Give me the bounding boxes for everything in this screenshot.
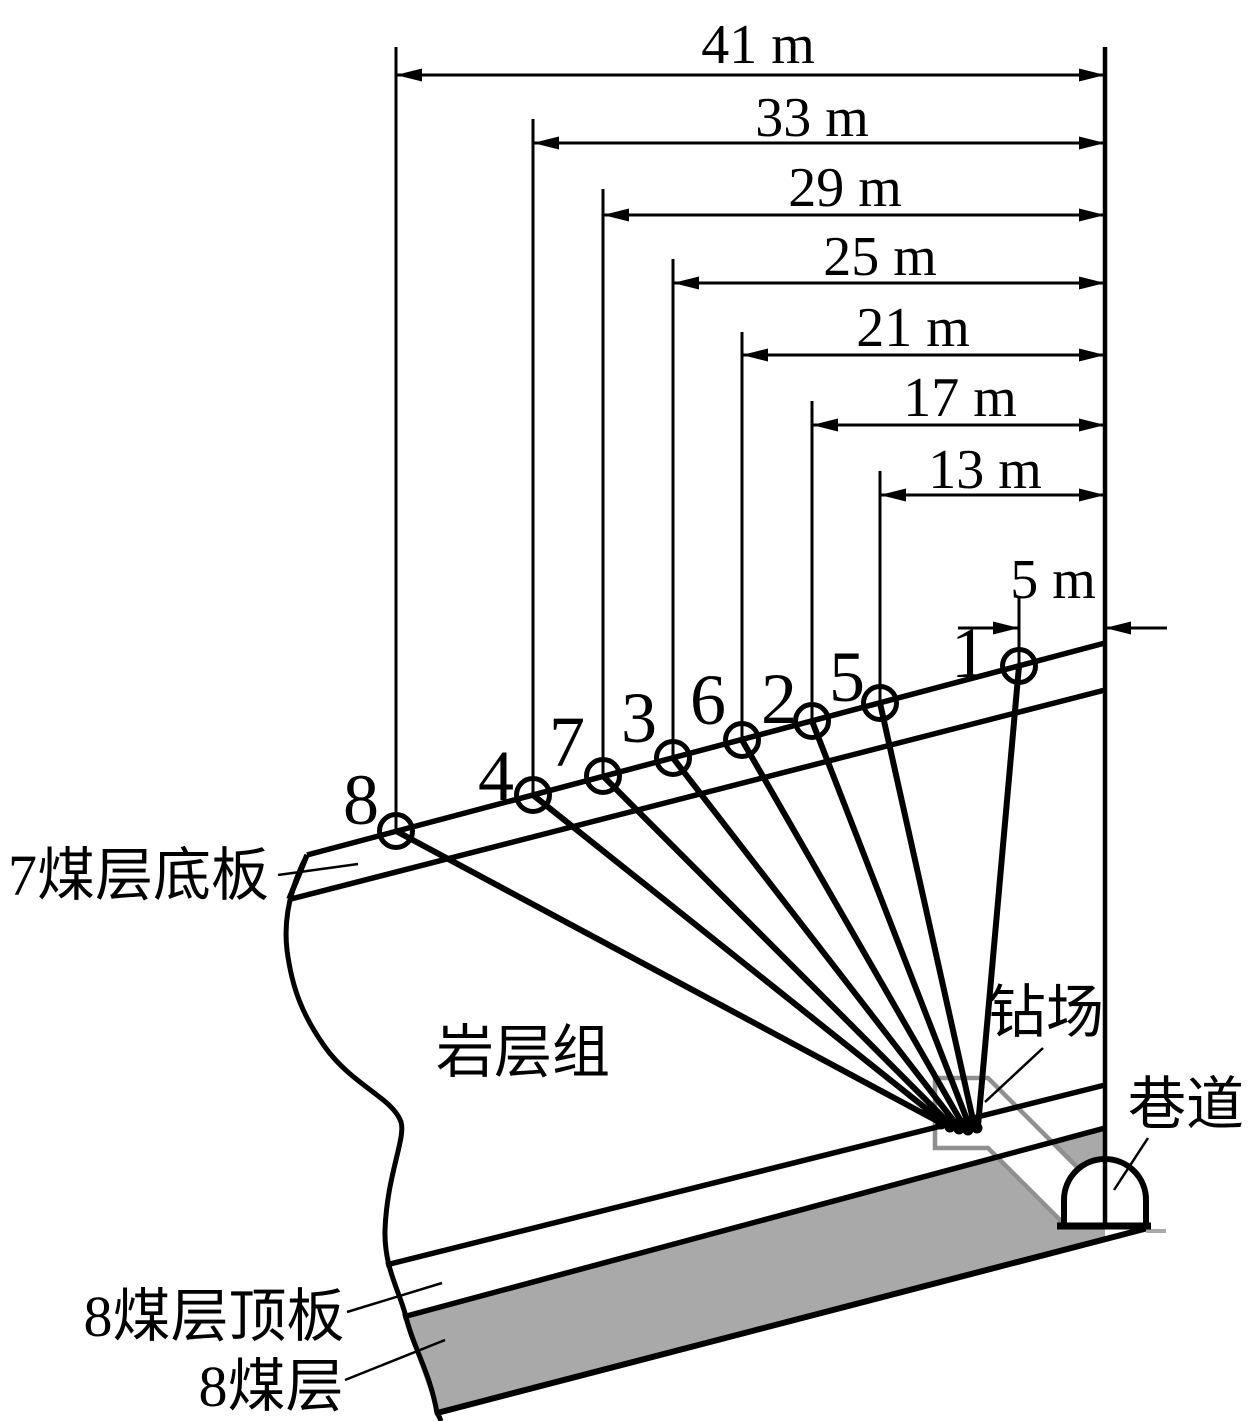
- borehole-number-8: 8: [343, 760, 379, 840]
- arrowhead-left-21m: [742, 348, 768, 362]
- seam7-floor-top-line: [306, 640, 1106, 858]
- dimension-label-41m: 41 m: [701, 14, 815, 76]
- arrowhead-right-29m: [1079, 208, 1105, 222]
- arrowhead-left-5m: [993, 621, 1019, 635]
- dimension-label-25m: 25 m: [823, 226, 937, 288]
- arrowhead-right-41m: [1079, 68, 1105, 82]
- borehole-numbers-group: 8 4 7 3 6 2 5 1: [343, 613, 987, 840]
- dimension-label-33m: 33 m: [755, 87, 869, 149]
- leader-seam8: [344, 1338, 446, 1382]
- seam8-roof-top-line: [385, 1082, 1106, 1268]
- break-line: [283, 853, 444, 1421]
- borehole-endpoint-circle-7: [584, 757, 622, 795]
- arrowhead-right-21m: [1079, 348, 1105, 362]
- label-rock-group: 岩层组: [436, 1020, 610, 1085]
- borehole-fan-group: [394, 665, 1022, 1136]
- arrowhead-left-33m: [533, 136, 559, 150]
- collar-dot: [971, 1122, 983, 1134]
- annotation-group: 7煤层底板 岩层组 钻场 巷道 8煤层顶板 8煤层: [8, 843, 1244, 1419]
- borehole-number-1: 1: [951, 613, 987, 693]
- seam8-bottom-line: [436, 1225, 1149, 1416]
- borehole-endpoint-circle-3: [654, 739, 692, 777]
- borehole-endpoint-circle-6: [723, 721, 761, 759]
- leader-drill-site: [984, 1047, 1044, 1103]
- coal-seam-8-fill: [403, 1128, 1105, 1413]
- borehole-endpoint-circle-2: [793, 702, 831, 740]
- borehole-line-4: [531, 792, 950, 1129]
- arrowhead-right-17m: [1079, 418, 1105, 432]
- borehole-line-7: [600, 773, 957, 1131]
- leader-roadway: [1112, 1137, 1150, 1191]
- arrowhead-right-5m: [1105, 621, 1131, 635]
- borehole-line-2: [809, 719, 974, 1132]
- borehole-endpoint-circle-8: [377, 812, 415, 850]
- borehole-number-5: 5: [829, 637, 865, 717]
- label-seam7-floor: 7煤层底板: [8, 843, 269, 908]
- borehole-number-2: 2: [761, 659, 797, 739]
- collar-dot: [935, 1118, 947, 1130]
- borehole-line-8: [394, 828, 943, 1126]
- borehole-endpoint-circle-1: [1000, 647, 1038, 685]
- arrowhead-left-25m: [673, 276, 699, 290]
- borehole-line-6: [739, 738, 969, 1132]
- borehole-line-3: [670, 756, 963, 1131]
- label-drill-site: 钻场: [988, 980, 1104, 1045]
- dimension-label-13m: 13 m: [928, 439, 1042, 501]
- arrowhead-right-33m: [1079, 136, 1105, 150]
- collar-dot: [962, 1124, 974, 1136]
- label-roadway: 巷道: [1128, 1072, 1244, 1137]
- borehole-endpoint-circle-4: [514, 776, 552, 814]
- leader-seam7-floor: [277, 862, 359, 877]
- extension-lines-group: [394, 47, 1108, 1226]
- dimensions-group: 41 m 33 m 29 m 25 m 21 m 17 m 13 m: [396, 14, 1167, 635]
- seam8-top-line: [402, 1125, 1106, 1320]
- borehole-number-6: 6: [690, 660, 726, 740]
- dimension-label-29m: 29 m: [788, 157, 902, 219]
- label-seam8: 8煤层: [198, 1354, 343, 1419]
- dimension-label-21m: 21 m: [856, 297, 970, 359]
- borehole-circles-group: [377, 647, 1038, 850]
- dimension-label-17m: 17 m: [903, 367, 1017, 429]
- arrowhead-left-17m: [812, 418, 838, 432]
- borehole-line-1: [975, 665, 1022, 1127]
- label-seam8-roof: 8煤层顶板: [83, 1284, 344, 1349]
- leader-seam8-roof: [346, 1281, 443, 1314]
- borehole-number-3: 3: [621, 678, 657, 758]
- drill-collar-dots: [935, 1118, 983, 1136]
- arrowhead-left-13m: [880, 488, 906, 502]
- borehole-number-4: 4: [478, 736, 514, 816]
- collar-dot: [953, 1123, 965, 1135]
- borehole-line-5: [877, 702, 978, 1130]
- arrowhead-right-25m: [1079, 276, 1105, 290]
- borehole-endpoint-circle-5: [861, 684, 899, 722]
- borehole-number-7: 7: [549, 702, 585, 782]
- arrowhead-right-13m: [1079, 488, 1105, 502]
- dimension-label-5m: 5 m: [1010, 549, 1096, 611]
- collar-dot: [944, 1121, 956, 1133]
- arrowhead-left-41m: [396, 68, 422, 82]
- arrowhead-left-29m: [603, 208, 629, 222]
